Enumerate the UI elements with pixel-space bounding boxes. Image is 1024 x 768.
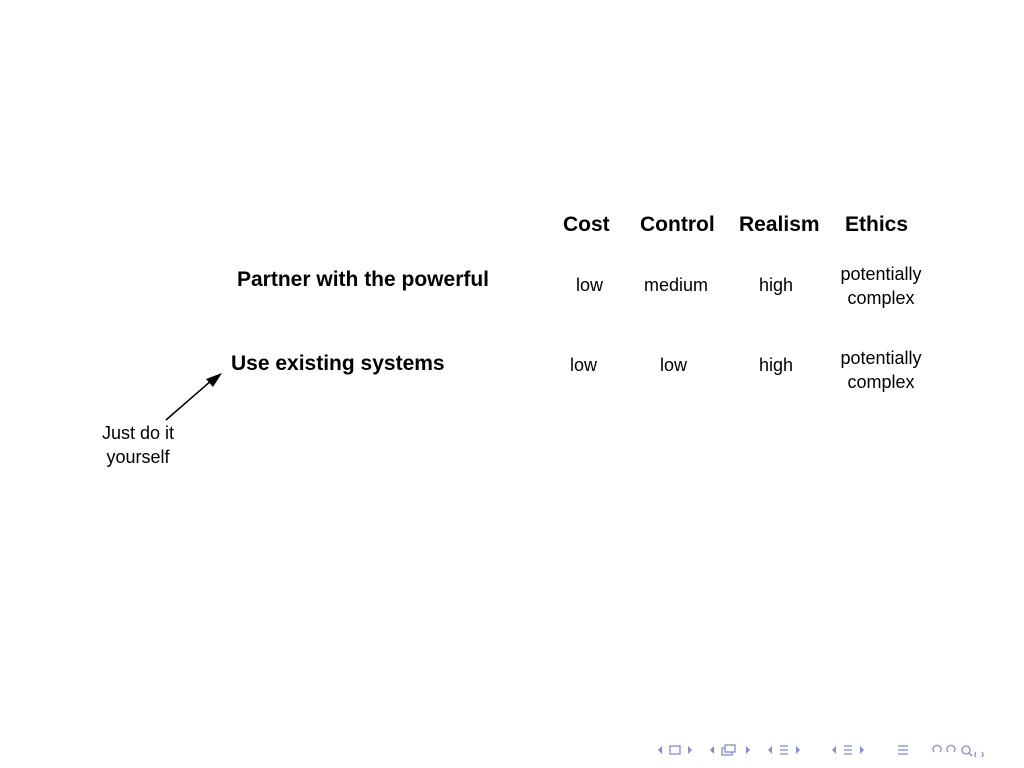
- cell-ethics-line1: potentially: [840, 348, 922, 368]
- header-cost: Cost: [563, 213, 610, 236]
- cell-ethics-line1: potentially: [840, 264, 922, 284]
- cell-ethics-line2: complex: [847, 288, 915, 308]
- undo-redo-search-icon: [932, 744, 984, 760]
- subsection-nav-icon: [710, 744, 750, 756]
- section-nav-icon: [768, 745, 800, 755]
- annotation-note: Just do it yourself: [84, 421, 192, 469]
- nav-search-controls[interactable]: [930, 743, 986, 761]
- row-label-partner: Partner with the powerful: [237, 268, 490, 291]
- cell-control: low: [660, 355, 688, 375]
- cell-ethics: potentially complex: [826, 262, 936, 310]
- cell-ethics: potentially complex: [826, 346, 936, 394]
- navigation-bar: [656, 740, 986, 764]
- toc-icon: [898, 745, 908, 755]
- header-control: Control: [640, 213, 715, 236]
- cell-control: medium: [644, 275, 709, 295]
- header-realism: Realism: [739, 213, 820, 236]
- cell-cost: low: [576, 275, 604, 295]
- nav-section[interactable]: [766, 743, 818, 761]
- cell-realism: high: [759, 355, 794, 375]
- frame-nav-icon: [658, 745, 692, 755]
- header-ethics: Ethics: [845, 213, 909, 236]
- cell-cost: low: [570, 355, 598, 375]
- cell-realism: high: [759, 275, 794, 295]
- document-nav-icon: [832, 745, 864, 755]
- nav-subsection[interactable]: [708, 743, 754, 761]
- nav-document[interactable]: [830, 743, 882, 761]
- nav-frame[interactable]: [656, 743, 696, 761]
- annotation-line1: Just do it: [101, 423, 175, 443]
- annotation-line2: yourself: [106, 447, 170, 467]
- cell-ethics-line2: complex: [847, 372, 915, 392]
- nav-toc[interactable]: [894, 743, 918, 761]
- row-label-existing: Use existing systems: [231, 352, 445, 375]
